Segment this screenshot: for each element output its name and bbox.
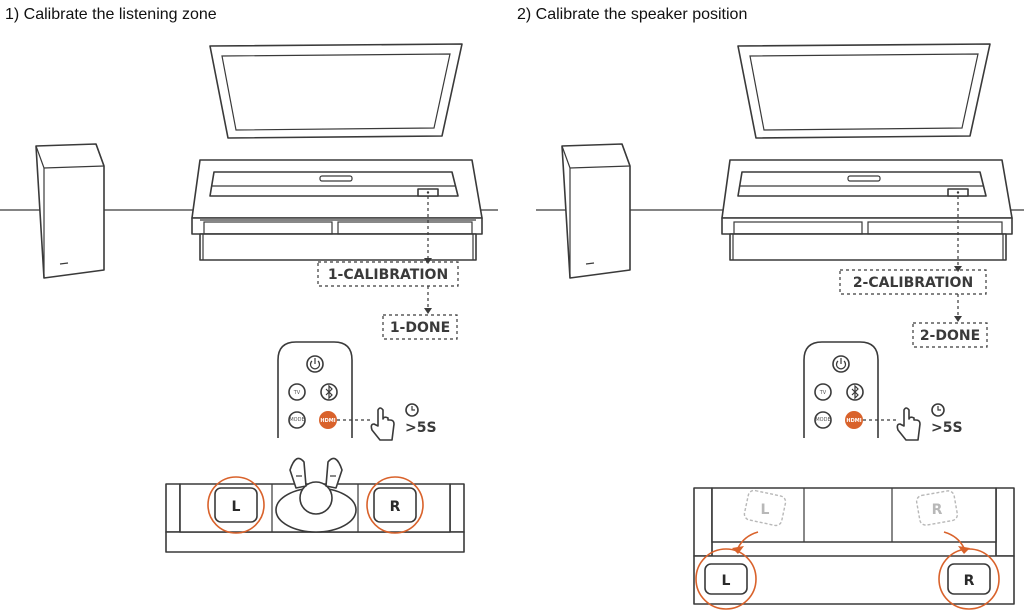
subwoofer: [561, 143, 631, 279]
calibration-label: 1-CALIBRATION: [328, 267, 448, 283]
svg-text:L: L: [761, 502, 770, 518]
hold-time: >5S: [405, 420, 437, 436]
press-hand-icon: [896, 407, 921, 441]
panel-speaker-position: 2) Calibrate the speaker position: [512, 0, 1024, 614]
svg-text:MODE: MODE: [815, 417, 830, 423]
calibration-tag: [839, 269, 987, 295]
tv-screen: [737, 43, 991, 139]
left-speaker: [214, 487, 258, 523]
left-speaker-highlight: [695, 548, 757, 610]
calibration-tag: [317, 261, 459, 287]
tv-screen: [209, 43, 463, 139]
svg-text:TV: TV: [819, 390, 827, 396]
panel-title: 2) Calibrate the speaker position: [517, 6, 748, 23]
diagram-listening-zone: 1-CALIBRATION 1-DONE TV MODE HDMI: [0, 43, 498, 553]
svg-text:R: R: [390, 499, 401, 515]
right-speaker-previous: [915, 490, 959, 526]
done-label: 1-DONE: [390, 320, 450, 336]
panel-title: 1) Calibrate the listening zone: [5, 6, 217, 23]
hdmi-button: [319, 411, 337, 429]
right-speaker: [373, 487, 417, 523]
svg-text:HDMI: HDMI: [846, 418, 861, 424]
left-speaker-highlight: [207, 476, 265, 534]
listener-person: [275, 457, 357, 533]
clock-icon: [405, 403, 419, 417]
remote-control: TV MODE HDMI: [803, 341, 879, 438]
svg-text:HDMI: HDMI: [320, 418, 335, 424]
move-left-arrow: [737, 531, 759, 549]
svg-text:R: R: [932, 502, 943, 518]
right-speaker-highlight: [366, 476, 424, 534]
done-tag: [912, 322, 988, 348]
panel-listening-zone: 1) Calibrate the listening zone: [0, 6, 498, 553]
arrow-head: [424, 308, 432, 314]
right-speaker-highlight: [938, 548, 1000, 610]
subwoofer: [35, 143, 105, 279]
svg-text:L: L: [232, 499, 241, 515]
svg-text:R: R: [964, 573, 975, 589]
hold-time: >5S: [931, 420, 963, 436]
mode-button: [814, 411, 832, 429]
arrow-head: [954, 266, 962, 272]
arrow-head: [424, 258, 432, 264]
remote-control: TV MODE HDMI: [277, 341, 353, 438]
done-tag: [382, 314, 458, 340]
calibration-label: 2-CALIBRATION: [853, 275, 973, 291]
press-hand-icon: [370, 407, 395, 441]
done-label: 2-DONE: [920, 328, 980, 344]
tv-button: [814, 383, 832, 401]
mode-button: [288, 411, 306, 429]
svg-text:L: L: [722, 573, 731, 589]
soundbar: [737, 171, 987, 197]
diagram-speaker-position: 2-CALIBRATION 2-DONE TV MODE HDMI >5S: [536, 43, 1024, 610]
right-speaker: [947, 563, 991, 595]
move-right-arrow: [943, 531, 965, 549]
clock-icon: [931, 403, 945, 417]
left-speaker: [704, 563, 748, 595]
svg-text:MODE: MODE: [289, 417, 304, 423]
soundbar: [209, 171, 459, 197]
tv-button: [288, 383, 306, 401]
svg-text:TV: TV: [293, 390, 301, 396]
left-speaker-previous: [743, 489, 787, 527]
hdmi-button: [845, 411, 863, 429]
arrow-head: [954, 316, 962, 322]
